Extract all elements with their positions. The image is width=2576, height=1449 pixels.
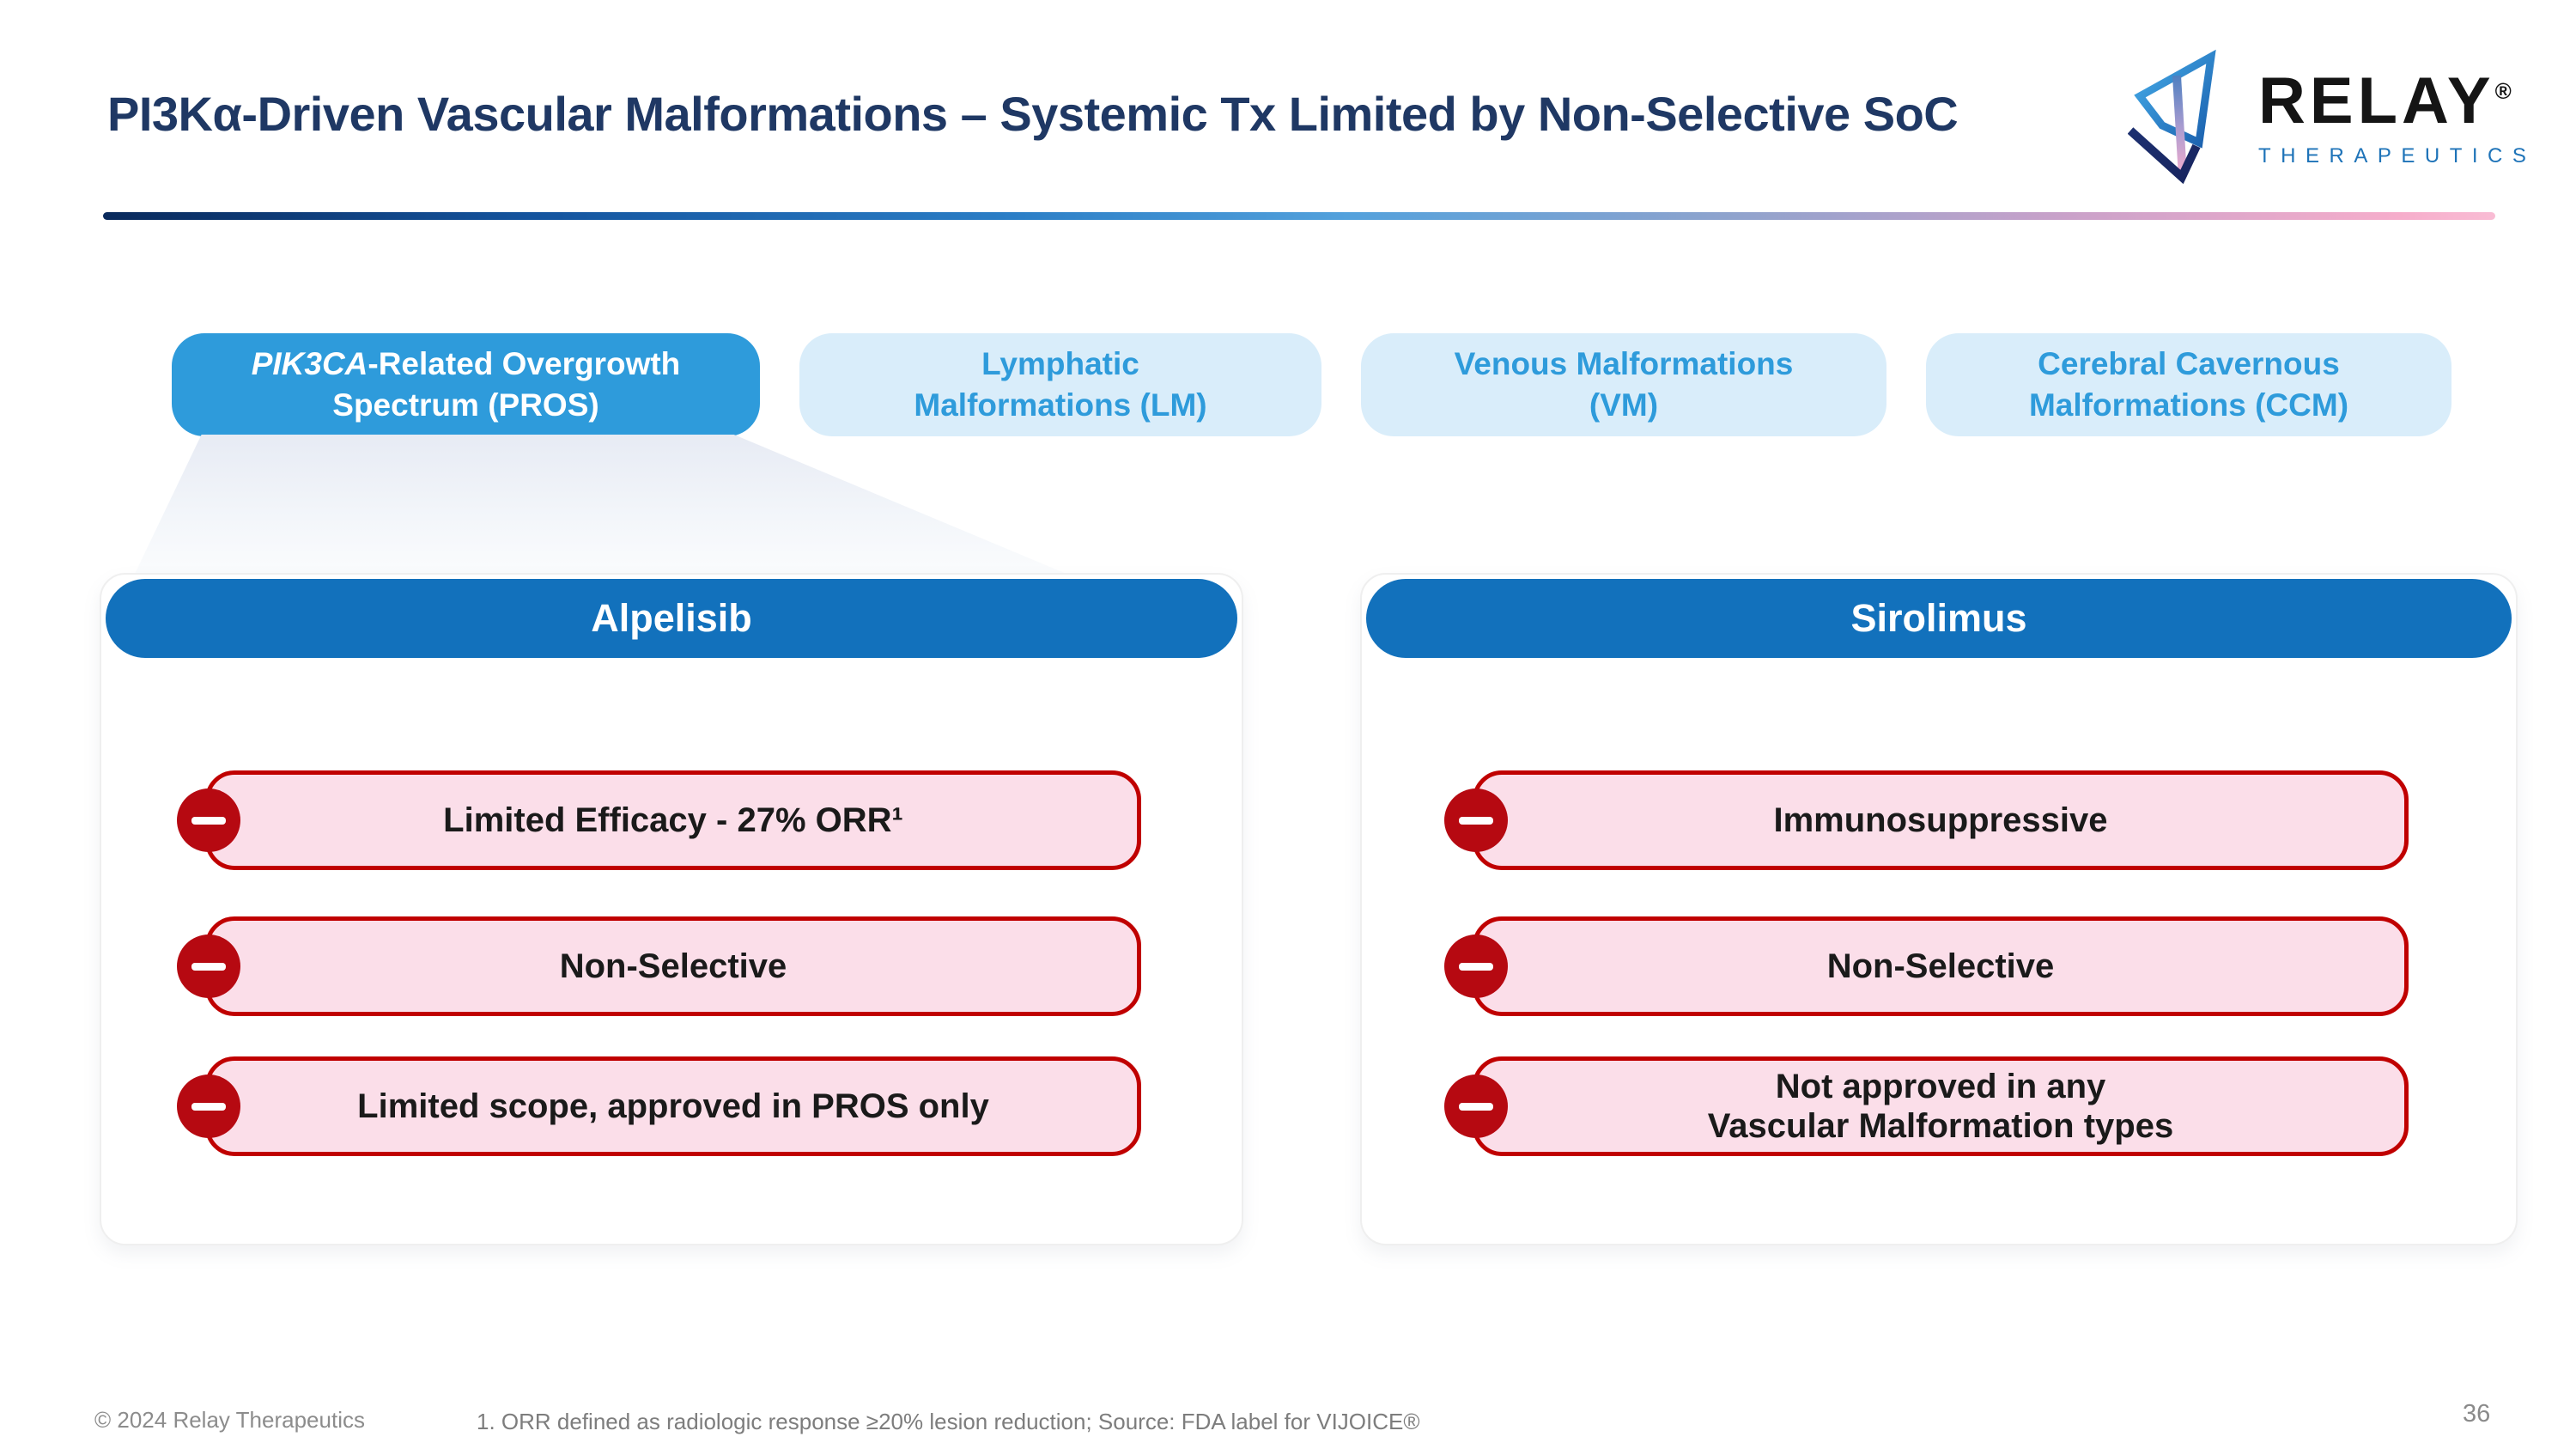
tab-label: Cerebral Cavernous Malformations (CCM) [2028, 345, 2349, 423]
limitation-text: Limited Efficacy - 27% ORR¹ [443, 801, 903, 839]
minus-icon [177, 1075, 240, 1138]
condition-tabs: PIK3CA-Related Overgrowth Spectrum (PROS… [172, 333, 2451, 436]
registered-mark: ® [2494, 78, 2512, 104]
limitation-pill: Non-Selective [177, 916, 1141, 1016]
page-title: PI3Kα-Driven Vascular Malformations – Sy… [107, 87, 1959, 141]
limitation-pill: Limited scope, approved in PROS only [177, 1056, 1141, 1156]
limitation-text: Limited scope, approved in PROS only [357, 1087, 989, 1125]
limitation-text: Not approved in any Vascular Malformatio… [1707, 1068, 2174, 1145]
limitation-pill: Non-Selective [1444, 916, 2409, 1016]
limitation-text: Immunosuppressive [1773, 801, 2108, 839]
tab-pros[interactable]: PIK3CA-Related Overgrowth Spectrum (PROS… [172, 333, 760, 436]
logo-subtitle: THERAPEUTICS [2258, 144, 2537, 167]
sirolimus-card: Sirolimus Immunosuppressive Non-Selectiv… [1360, 573, 2518, 1245]
tab-venous-malformations[interactable]: Venous Malformations (VM) [1361, 333, 1886, 436]
minus-icon [177, 788, 240, 852]
card-title-sirolimus: Sirolimus [1366, 579, 2512, 658]
card-title-alpelisib: Alpelisib [106, 579, 1237, 658]
page-number: 36 [2463, 1400, 2491, 1428]
pros-to-alpelisib-connector [129, 435, 1096, 586]
limitation-pill: Limited Efficacy - 27% ORR¹ [177, 770, 1141, 870]
company-logo: RELAY® THERAPEUTICS [2128, 40, 2536, 184]
logo-text: RELAY® THERAPEUTICS [2258, 58, 2536, 168]
logo-name: RELAY® [2258, 64, 2512, 137]
tab-lymphatic-malformations[interactable]: Lymphatic Malformations (LM) [799, 333, 1321, 436]
minus-icon [1444, 1075, 1508, 1138]
minus-icon [177, 935, 240, 998]
limitation-pill: Not approved in any Vascular Malformatio… [1444, 1056, 2409, 1156]
minus-icon [1444, 935, 1508, 998]
tab-label: Venous Malformations (VM) [1454, 345, 1794, 423]
tab-cerebral-cavernous-malformations[interactable]: Cerebral Cavernous Malformations (CCM) [1926, 333, 2451, 436]
copyright-text: © 2024 Relay Therapeutics [94, 1407, 365, 1433]
title-divider-gradient [103, 212, 2495, 220]
alpelisib-card: Alpelisib Limited Efficacy - 27% ORR¹ No… [100, 573, 1243, 1245]
footnote-text: 1. ORR defined as radiologic response ≥2… [477, 1409, 1420, 1434]
limitation-text: Non-Selective [1826, 947, 2055, 985]
limitation-text: Non-Selective [559, 947, 787, 985]
tab-label: -Related Overgrowth Spectrum (PROS) [332, 345, 681, 423]
limitation-pill: Immunosuppressive [1444, 770, 2409, 870]
minus-icon [1444, 788, 1508, 852]
tab-label: Lymphatic Malformations (LM) [914, 345, 1207, 423]
relay-origami-mark-icon [2128, 49, 2216, 184]
gene-name: PIK3CA [251, 345, 368, 381]
